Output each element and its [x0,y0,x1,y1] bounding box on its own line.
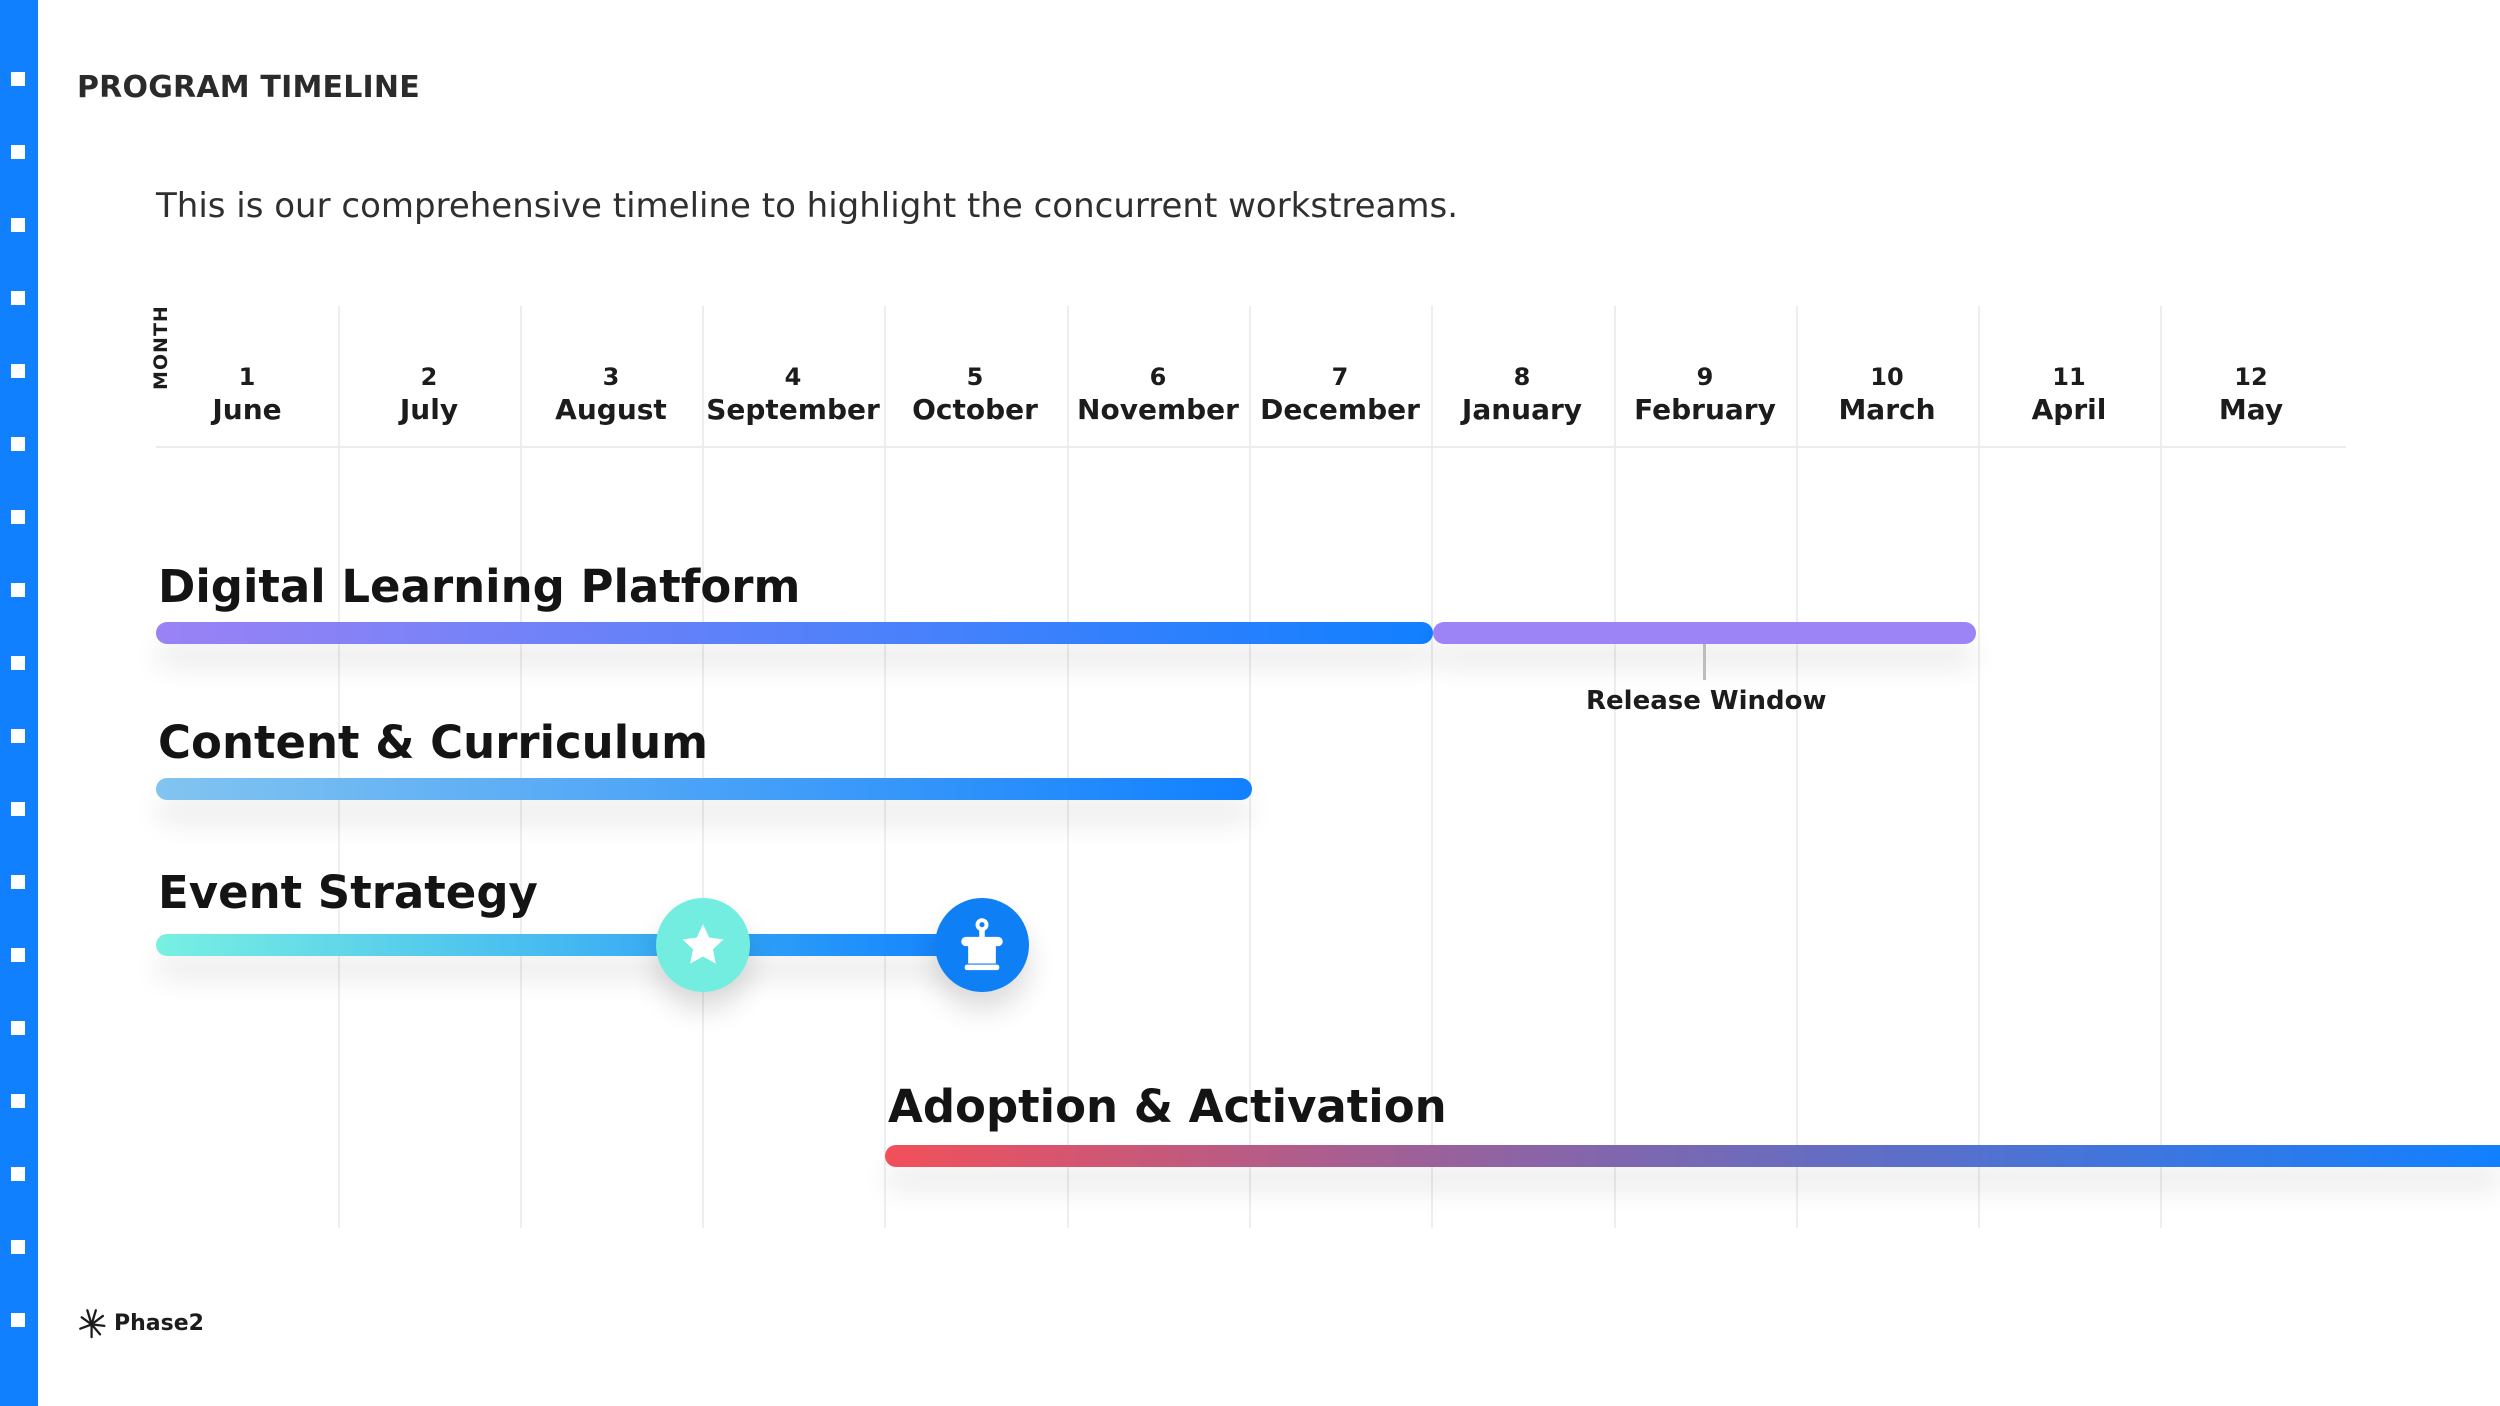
month-number: 5 [966,363,984,391]
month-name: June [212,393,282,426]
side-accent-strip [0,0,38,1406]
star-icon [682,924,724,964]
strip-square [11,802,25,816]
bar-digital-learning-platform [156,622,1433,644]
month-name: April [2031,393,2107,426]
strip-square [11,291,25,305]
month-number: 12 [2234,363,2268,391]
month-cell: 9 February [1614,362,1796,428]
release-window-label: Release Window [1586,686,1827,716]
strip-square [11,1240,25,1254]
month-cell: 2 July [338,362,520,428]
month-cell: 6 November [1067,362,1249,428]
podium-icon [961,918,1003,971]
strip-square [11,437,25,451]
month-number: 4 [784,363,802,391]
month-name: July [399,393,459,426]
strip-square [11,1167,25,1181]
strip-square [11,729,25,743]
month-name: December [1260,393,1420,426]
month-number: 2 [420,363,438,391]
strip-square [11,1313,25,1327]
grid-line [884,306,886,1228]
logo-text: Phase2 [114,1310,204,1336]
month-number: 9 [1696,363,1714,391]
month-cell: 1 June [156,362,338,428]
month-cell: 3 August [520,362,702,428]
track-title-digital-learning-platform: Digital Learning Platform [158,560,801,613]
grid-line [702,306,704,1228]
bar-content-curriculum [156,778,1252,800]
month-number: 3 [602,363,620,391]
grid-line [1614,306,1616,1228]
strip-square [11,510,25,524]
grid-line [1067,306,1069,1228]
month-number: 1 [238,363,256,391]
bar-event-strategy [156,934,981,956]
month-cell: 8 January [1431,362,1613,428]
milestone-star [656,898,750,992]
month-number: 7 [1331,363,1349,391]
grid-line [1249,306,1251,1228]
grid-line [520,306,522,1228]
month-name: November [1077,393,1239,426]
track-title-event-strategy: Event Strategy [158,866,538,919]
grid-line [1431,306,1433,1228]
strip-square [11,583,25,597]
strip-square [11,145,25,159]
month-cell: 7 December [1249,362,1431,428]
strip-square [11,1021,25,1035]
month-cell: 5 October [884,362,1066,428]
track-title-content-curriculum: Content & Curriculum [158,716,709,769]
month-name: February [1634,393,1776,426]
intro-text: This is our comprehensive timeline to hi… [156,186,1459,226]
month-number: 8 [1513,363,1531,391]
brand-logo: Phase2 [76,1306,204,1340]
grid-line [1796,306,1798,1228]
month-number: 10 [1870,363,1904,391]
strip-square [11,72,25,86]
month-cell: 12 May [2160,362,2342,428]
month-name: October [912,393,1038,426]
bar-release-window [1433,622,1976,644]
grid-line [338,306,340,1228]
page-title: PROGRAM TIMELINE [77,70,420,105]
grid-line [1978,306,1980,1228]
release-window-tick [1703,644,1706,680]
milestone-podium [935,898,1029,992]
month-name: May [2218,393,2284,426]
month-name: January [1461,393,1583,426]
month-number: 11 [2052,363,2086,391]
month-cell: 10 March [1796,362,1978,428]
grid-line [2160,306,2162,1228]
strip-square [11,218,25,232]
strip-square [11,948,25,962]
strip-square [11,656,25,670]
strip-square [11,1094,25,1108]
month-cell: 11 April [1978,362,2160,428]
month-name: September [706,393,880,426]
strip-square [11,364,25,378]
month-name: March [1838,393,1936,426]
month-number: 6 [1149,363,1167,391]
month-cell: 4 September [702,362,884,428]
strip-square [11,875,25,889]
month-header-rule [156,446,2346,448]
track-title-adoption-activation: Adoption & Activation [888,1080,1447,1133]
month-name: August [555,393,667,426]
bar-adoption-activation [885,1145,2500,1167]
starburst-icon [79,1309,106,1339]
